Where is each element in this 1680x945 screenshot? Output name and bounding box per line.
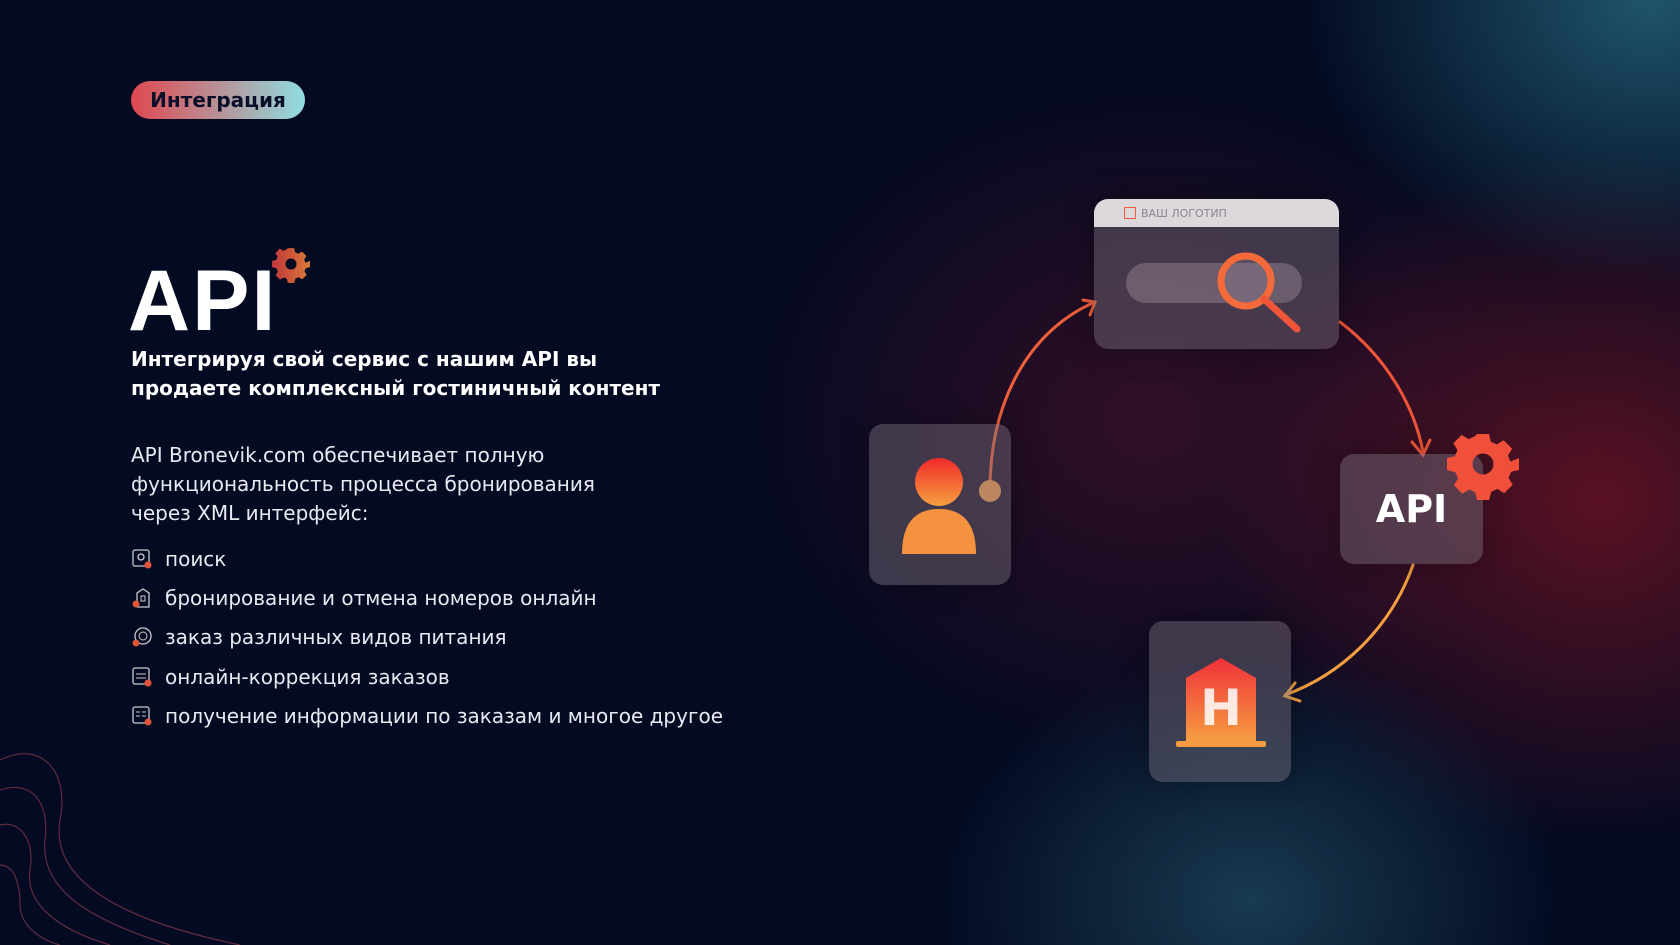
list-item: получение информации по заказам и многое… <box>131 696 723 735</box>
building-icon <box>132 588 150 608</box>
description-line: API Bronevik.com обеспечивает полную <box>131 443 545 467</box>
category-badge: Интеграция <box>131 81 305 119</box>
api-label: API <box>1375 487 1448 531</box>
subtitle-line: продаете комплексный гостиничный контент <box>131 376 661 400</box>
description: API Bronevik.com обеспечивает полную фун… <box>131 441 651 528</box>
gear-icon <box>272 248 310 283</box>
list-item-label: онлайн-коррекция заказов <box>165 664 450 689</box>
search-doc-icon <box>132 548 152 569</box>
hotel-letter: H <box>1200 679 1242 737</box>
list-item-label: получение информации по заказам и многое… <box>165 703 724 728</box>
list-item-label: поиск <box>165 546 227 571</box>
description-line: функциональность процесса бронирования <box>131 472 595 496</box>
subtitle: Интегрируя свой сервис с нашим API вы пр… <box>131 345 751 403</box>
gear-icon <box>1447 434 1519 500</box>
list-item: онлайн-коррекция заказов <box>131 657 723 696</box>
settings-list-icon <box>132 666 152 687</box>
feature-list: поиск бронирование и отмена номеров онла… <box>131 539 723 735</box>
info-list-icon <box>132 706 152 726</box>
magnifier-icon <box>1217 252 1301 333</box>
list-item-label: бронирование и отмена номеров онлайн <box>165 585 597 610</box>
decorative-waves <box>0 753 241 945</box>
hotel-icon: H <box>1176 658 1266 747</box>
list-item-label: заказ различных видов питания <box>165 625 507 650</box>
search-widget-card: ВАШ ЛОГОТИП <box>1094 199 1339 349</box>
user-icon <box>902 458 976 554</box>
food-icon <box>132 627 152 647</box>
logo-icon <box>1124 207 1136 219</box>
hotel-card: H <box>1149 621 1291 782</box>
list-item: бронирование и отмена номеров онлайн <box>131 578 723 617</box>
list-item: заказ различных видов питания <box>131 618 723 657</box>
list-item: поиск <box>131 539 723 578</box>
widget-header: ВАШ ЛОГОТИП <box>1094 199 1339 227</box>
page-title: API <box>128 253 278 349</box>
logo-label: ВАШ ЛОГОТИП <box>1141 206 1227 220</box>
subtitle-line: Интегрируя свой сервис с нашим API вы <box>131 347 598 371</box>
description-line: через XML интерфейс: <box>131 501 369 525</box>
user-card <box>869 424 1011 585</box>
